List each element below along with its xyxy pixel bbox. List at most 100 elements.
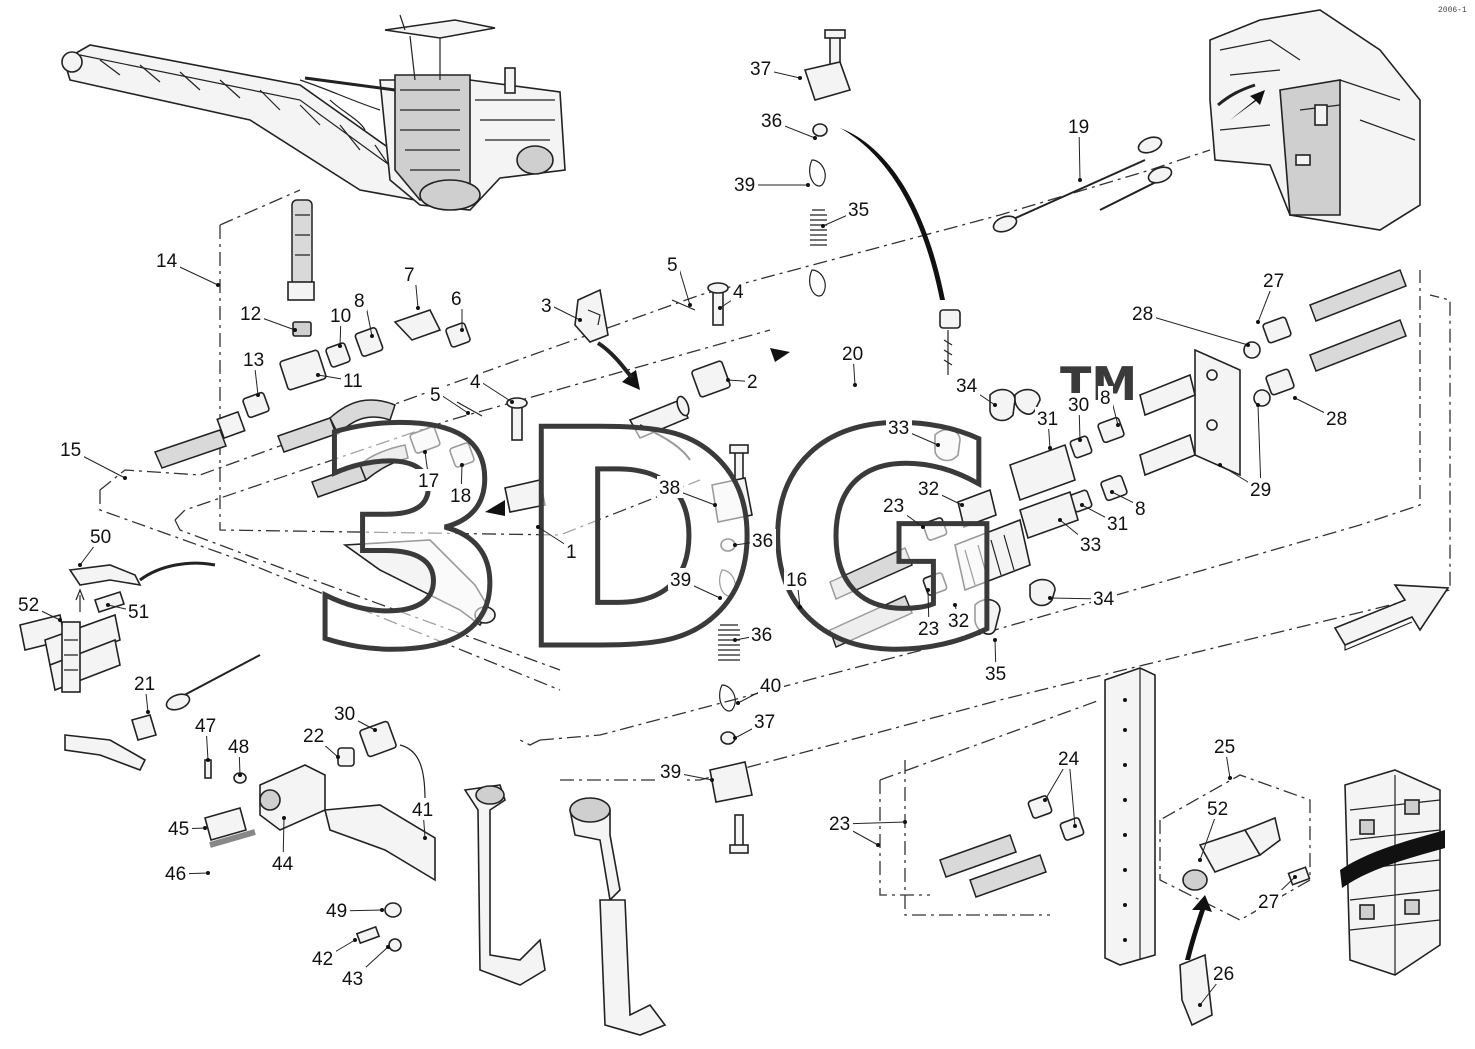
callout-dot [1246,343,1250,347]
callout-dot [370,334,374,338]
callout-number: 38 [659,478,680,499]
callout-number: 40 [760,676,781,697]
callout-dot [733,638,737,642]
callout-number: 14 [156,251,178,272]
callout-dot [203,826,207,830]
callout-dot [510,400,514,404]
callout-dot [1256,320,1260,324]
callout-dot [1073,824,1077,828]
callout-background [132,672,158,694]
callout-dot [238,773,242,777]
callout-dot [993,638,997,642]
callout-dot [460,328,464,332]
callout-background [1056,747,1082,769]
distributor-and-valve [939,667,1311,1027]
callout-background [539,294,554,316]
callout-background [1130,302,1156,324]
callout-number: 49 [326,901,347,922]
callout-dot [416,306,420,310]
callout-background [954,374,980,396]
callout-dot [423,450,427,454]
callout-dot [380,908,384,912]
callout-dot [216,283,220,287]
callout-background [1324,407,1350,429]
callout-number: 50 [90,527,111,548]
callout-number: 32 [918,479,939,500]
callout-background [332,702,358,724]
callout-number: 27 [1263,271,1284,292]
callout-dot [713,503,717,507]
callout-number: 23 [883,496,904,517]
callout-dot [578,318,582,322]
callout-background [1098,386,1113,408]
callout-number: 13 [243,350,264,371]
callout-background [946,609,972,631]
callout-number: 34 [956,376,978,397]
callout-number: 52 [1207,799,1228,820]
callout-dot [293,328,297,332]
callout-dot [460,463,464,467]
callout-background [758,674,784,696]
callout-leader [440,394,469,414]
callout-background [846,198,872,220]
callout-dot [953,603,957,607]
callout-number: 39 [670,570,691,591]
callout-number: 34 [1093,589,1115,610]
callout-number: 48 [228,737,249,758]
callout-number: 3 [541,296,552,317]
callout-background [1091,587,1117,609]
callout-number: 23 [829,814,850,835]
callout-number: 29 [1250,480,1271,501]
callout-number: 31 [1037,409,1058,430]
callout-background [665,253,680,275]
callout-background [166,817,192,839]
callout-dot [1058,518,1062,522]
callout-background [657,476,683,498]
callout-background [732,173,758,195]
callout-dot [733,543,737,547]
callout-number: 28 [1326,409,1347,430]
callout-background [410,798,436,820]
callout-number: 32 [948,611,969,632]
callout-number: 8 [1100,388,1111,409]
callout-dot [1293,875,1297,879]
callout-background [759,109,785,131]
callout-dot [718,306,722,310]
callout-dot [1110,490,1114,494]
frame-structure [1209,9,1421,231]
callout-number: 15 [60,440,81,461]
callout-background [1078,533,1104,555]
callout-number: 11 [343,371,363,392]
callout-background [402,263,417,285]
callout-dot [921,525,925,529]
callout-number: 7 [404,265,415,286]
callout-number: 1 [566,542,577,563]
callout-background [126,600,152,622]
callout-background [428,383,443,405]
callout-background [750,529,776,551]
callout-number: 18 [450,486,471,507]
callout-number: 33 [1080,535,1101,556]
callout-number: 21 [134,674,155,695]
callout-background [88,525,114,547]
callout-number: 47 [195,716,216,737]
callout-dot [1078,178,1082,182]
callout-number: 25 [1214,737,1235,758]
callout-dot [1116,423,1120,427]
callout-dot [718,596,722,600]
callout-dot [466,411,470,415]
callout-number: 37 [754,712,775,733]
callout-dot [1080,503,1084,507]
callout-dot [813,136,817,140]
callout-leader [1068,758,1076,827]
callout-dot [688,303,692,307]
callout-dot [903,820,907,824]
callout-dot [123,476,127,480]
callout-number: 30 [334,704,355,725]
spring-chain-lower [709,444,753,854]
callout-background [154,249,180,271]
callout-background [449,287,464,309]
callout-dot [736,701,740,705]
callout-number: 41 [412,800,433,821]
callout-number: 31 [1107,514,1128,535]
